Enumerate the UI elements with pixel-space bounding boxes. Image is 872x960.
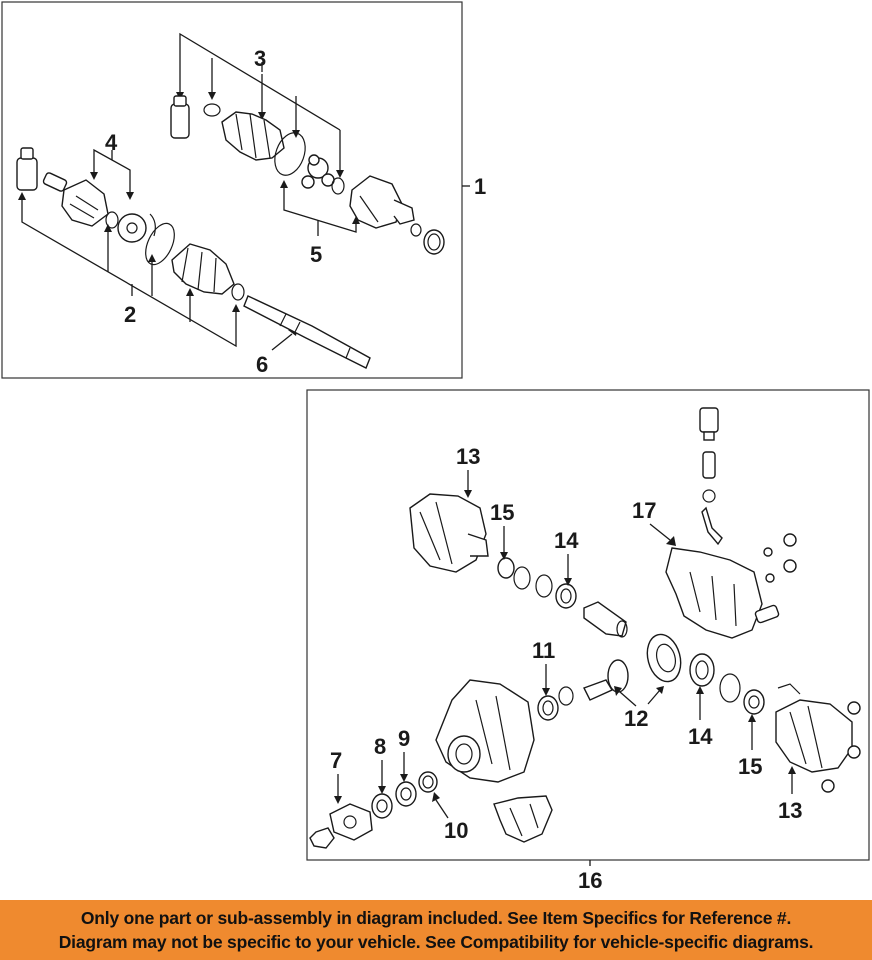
callout-13-top: 13 (456, 444, 480, 469)
callout-11: 11 (532, 638, 555, 663)
callout-6: 6 (256, 352, 268, 377)
leader-9 (400, 752, 408, 782)
pinion-bearing (537, 686, 574, 721)
outer-boot (171, 243, 235, 295)
tripod-joint (301, 154, 335, 189)
outer-joint-cage (117, 213, 147, 243)
callout-8: 8 (374, 734, 386, 759)
axle-shaft (243, 295, 371, 369)
leader-11 (542, 664, 550, 696)
center-housing (665, 547, 780, 639)
grease-tube-inner (170, 95, 190, 139)
leader-4 (90, 148, 134, 200)
inner-boot (221, 111, 285, 161)
leader-7 (334, 774, 342, 804)
grease-tube-outer (16, 147, 38, 191)
leader-8 (378, 760, 386, 794)
bearing-left (555, 583, 577, 609)
outer-boot-clamp-small (149, 213, 156, 237)
outer-cv-joint (42, 172, 109, 227)
side-cover-bolts (821, 701, 861, 793)
seal-left (497, 557, 515, 579)
side-gear-shaft (583, 601, 628, 638)
inner-joint-housing (349, 175, 415, 229)
breather-sensor (699, 407, 723, 546)
leader-14-top (564, 554, 572, 586)
pinion-oil-seal (371, 793, 393, 819)
callout-5: 5 (310, 242, 322, 267)
callout-14-bottom: 14 (688, 724, 713, 749)
shim-right (719, 673, 741, 703)
disclaimer-line-2: Diagram may not be specific to your vehi… (58, 932, 814, 952)
callout-12: 12 (624, 706, 648, 731)
callout-2: 2 (124, 302, 136, 327)
seal-right (743, 689, 765, 715)
leader-12 (614, 686, 664, 707)
inner-circlip (410, 223, 422, 237)
callout-16: 16 (578, 868, 602, 893)
leader-13-bottom (788, 766, 796, 794)
differential-panel-frame (306, 389, 870, 861)
callout-1: 1 (474, 174, 486, 199)
drive-pinion (583, 659, 629, 701)
callout-3: 3 (254, 46, 266, 71)
side-cover-left (409, 493, 489, 573)
outer-snap-ring (105, 211, 119, 229)
callout-17: 17 (632, 498, 656, 523)
outer-boot-clamp-large (145, 222, 175, 266)
callout-15-bottom: 15 (738, 754, 762, 779)
disclaimer-line-1: Only one part or sub-assembly in diagram… (80, 908, 792, 928)
inner-seal (423, 229, 445, 255)
snap-ring-inner (331, 177, 345, 195)
mount-bracket (493, 795, 553, 843)
leader-17 (649, 523, 676, 546)
callout-15-top: 15 (490, 500, 514, 525)
front-pinion-bearing (395, 781, 417, 807)
differential-carrier (435, 679, 535, 783)
callout-7: 7 (330, 748, 342, 773)
collapsible-spacer (418, 771, 438, 793)
callout-10: 10 (444, 818, 468, 843)
disclaimer-banner: Only one part or sub-assembly in diagram… (0, 900, 872, 960)
callout-14-top: 14 (554, 528, 579, 553)
side-cover-right (775, 683, 853, 773)
bearing-right (689, 653, 715, 687)
leader-15-top (500, 526, 508, 560)
outer-boot-clamp-end (231, 283, 245, 301)
callout-9: 9 (398, 726, 410, 751)
axle-shaft-panel-frame (1, 1, 463, 379)
callout-4: 4 (105, 130, 118, 155)
leader-13-top (464, 470, 472, 498)
flange-nut (309, 827, 335, 849)
callout-13-bottom: 13 (778, 798, 802, 823)
leader-2 (18, 192, 240, 348)
leader-14-bottom (696, 686, 704, 720)
shim-left (513, 566, 553, 598)
ring-gear (646, 633, 682, 683)
inner-boot-clamp-large (274, 132, 306, 176)
leader-10 (432, 792, 449, 819)
parts-diagram: 1 3 4 2 (1, 1, 870, 893)
inner-boot-clamp-small (203, 103, 221, 117)
companion-flange (329, 803, 373, 841)
leader-5 (280, 180, 360, 236)
leader-15-bottom (748, 714, 756, 750)
housing-bolts (763, 533, 797, 583)
leader-3 (176, 32, 344, 178)
